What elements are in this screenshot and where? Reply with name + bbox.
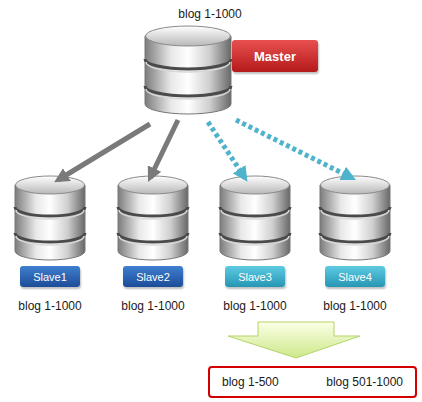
cylinder-body	[320, 185, 390, 260]
database-cylinder	[118, 176, 188, 262]
block-arrow	[228, 322, 360, 358]
server-badge: Slave1	[20, 266, 80, 287]
cylinder-top	[146, 26, 231, 46]
cylinder-top	[221, 176, 290, 194]
slave-database: Slave3 blog 1-1000	[207, 176, 303, 322]
database-cylinder	[145, 26, 231, 116]
slave-database: Slave4 blog 1-1000	[307, 176, 403, 322]
data-range: blog 1-1000	[207, 298, 303, 314]
data-range: blog 1-1000	[307, 298, 403, 314]
slave-database: Slave2 blog 1-1000	[105, 176, 201, 322]
disk-highlight	[119, 236, 187, 245]
server-badge: Slave3	[225, 266, 285, 287]
disk-gap	[220, 207, 290, 216]
cylinder-top	[321, 176, 390, 194]
server-badge: Slave4	[325, 266, 385, 287]
disk-highlight	[321, 210, 389, 219]
data-range: blog 1-1000	[2, 298, 98, 314]
cylinder-body	[118, 185, 188, 260]
cylinder-top	[16, 176, 85, 194]
result-box: blog 1-500 blog 501-1000	[208, 366, 417, 398]
database-cylinder	[320, 176, 390, 262]
cylinder-top	[119, 176, 188, 194]
data-range: blog 1-1000	[105, 298, 201, 314]
disk-gap	[320, 207, 390, 216]
disk-highlight	[16, 236, 84, 245]
disk-highlight	[146, 62, 230, 72]
database-cylinder	[15, 176, 85, 262]
data-range: blog 1-1000	[170, 6, 250, 22]
disk-gap	[320, 233, 390, 242]
replication-arrow-planned	[208, 122, 245, 178]
disk-highlight	[321, 236, 389, 245]
server-badge: Master	[232, 40, 318, 72]
disk-gap	[220, 233, 290, 242]
slave-database: Slave1 blog 1-1000	[2, 176, 98, 322]
disk-gap	[118, 207, 188, 216]
disk-highlight	[221, 210, 289, 219]
disk-highlight	[221, 236, 289, 245]
disk-highlight	[146, 89, 230, 99]
disk-gap	[145, 86, 231, 96]
cylinder-body	[145, 36, 231, 114]
cylinder-body	[15, 185, 85, 260]
disk-gap	[15, 207, 85, 216]
database-cylinder	[220, 176, 290, 262]
partition-label: blog 1-500	[222, 374, 279, 390]
replication-arrow	[150, 120, 178, 178]
partition-label: blog 501-1000	[326, 374, 403, 390]
cylinder-body	[220, 185, 290, 260]
replication-arrow-planned	[236, 120, 352, 178]
disk-gap	[145, 59, 231, 69]
replication-arrow	[58, 124, 150, 180]
disk-gap	[15, 233, 85, 242]
master-database: blog 1-1000Master	[140, 4, 320, 116]
disk-highlight	[16, 210, 84, 219]
server-badge: Slave2	[123, 266, 183, 287]
disk-highlight	[119, 210, 187, 219]
disk-gap	[118, 233, 188, 242]
